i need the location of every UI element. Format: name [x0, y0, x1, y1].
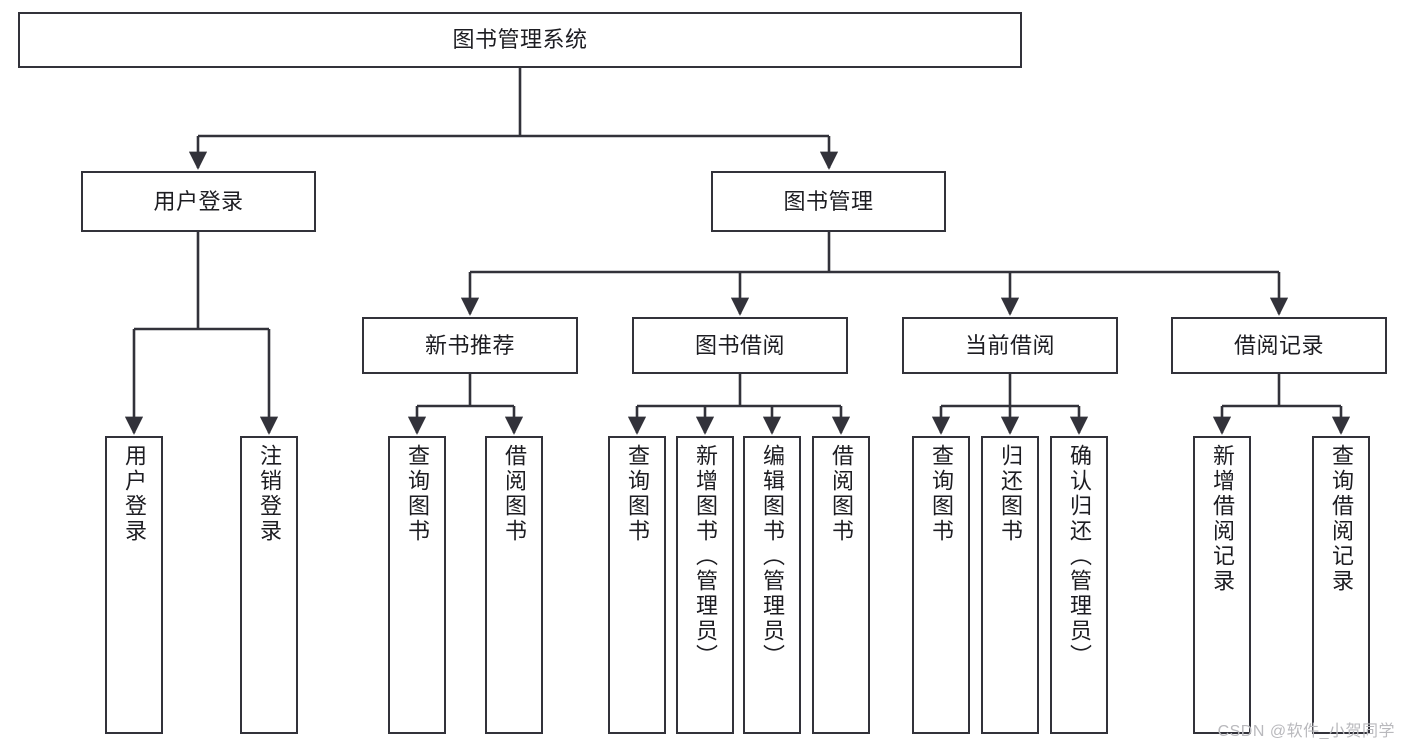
node-borrow-record-label: 借阅记录 [1233, 332, 1324, 358]
node-leaf-query-book-2-label: 查询图书 [625, 444, 650, 544]
node-borrow-record[interactable]: 借阅记录 [1171, 317, 1387, 374]
node-leaf-logout-login[interactable]: 注销登录 [240, 436, 298, 734]
csdn-watermark: CSDN @软件_小贺同学 [1217, 723, 1395, 740]
node-leaf-borrow-book-2[interactable]: 借阅图书 [812, 436, 870, 734]
node-book-manage-label: 图书管理 [783, 188, 874, 214]
node-leaf-add-borrow-record-label: 新增借阅记录 [1210, 444, 1235, 594]
node-leaf-borrow-book-1-label: 借阅图书 [502, 444, 527, 544]
node-leaf-borrow-book-2-label: 借阅图书 [829, 444, 854, 544]
node-leaf-query-book-1[interactable]: 查询图书 [388, 436, 446, 734]
node-book-borrow[interactable]: 图书借阅 [632, 317, 848, 374]
node-leaf-user-login-label: 用户登录 [122, 444, 147, 544]
node-new-book-recommend-label: 新书推荐 [424, 332, 515, 358]
node-leaf-query-borrow-record-label: 查询借阅记录 [1329, 444, 1354, 594]
node-leaf-add-book-admin[interactable]: 新增图书（管理员） [676, 436, 734, 734]
node-leaf-logout-login-label: 注销登录 [257, 444, 282, 544]
node-leaf-query-borrow-record[interactable]: 查询借阅记录 [1312, 436, 1370, 734]
node-leaf-query-book-2[interactable]: 查询图书 [608, 436, 666, 734]
node-leaf-add-borrow-record[interactable]: 新增借阅记录 [1193, 436, 1251, 734]
node-leaf-edit-book-admin[interactable]: 编辑图书（管理员） [743, 436, 801, 734]
node-leaf-query-book-1-label: 查询图书 [405, 444, 430, 544]
node-book-borrow-label: 图书借阅 [694, 332, 785, 358]
node-root-system-label: 图书管理系统 [452, 27, 588, 53]
node-book-manage[interactable]: 图书管理 [711, 171, 946, 232]
node-user-login-label: 用户登录 [153, 188, 244, 214]
node-leaf-confirm-return-admin-label: 确认归还（管理员） [1067, 444, 1092, 669]
node-leaf-return-book-label: 归还图书 [998, 444, 1023, 544]
node-leaf-borrow-book-1[interactable]: 借阅图书 [485, 436, 543, 734]
node-leaf-edit-book-admin-label: 编辑图书（管理员） [760, 444, 785, 669]
node-user-login[interactable]: 用户登录 [81, 171, 316, 232]
node-leaf-return-book[interactable]: 归还图书 [981, 436, 1039, 734]
node-current-borrow-label: 当前借阅 [964, 332, 1055, 358]
node-current-borrow[interactable]: 当前借阅 [902, 317, 1118, 374]
node-leaf-user-login[interactable]: 用户登录 [105, 436, 163, 734]
node-leaf-query-book-3-label: 查询图书 [929, 444, 954, 544]
node-leaf-query-book-3[interactable]: 查询图书 [912, 436, 970, 734]
node-new-book-recommend[interactable]: 新书推荐 [362, 317, 578, 374]
node-leaf-confirm-return-admin[interactable]: 确认归还（管理员） [1050, 436, 1108, 734]
node-root-system[interactable]: 图书管理系统 [18, 12, 1022, 68]
node-leaf-add-book-admin-label: 新增图书（管理员） [693, 444, 718, 669]
